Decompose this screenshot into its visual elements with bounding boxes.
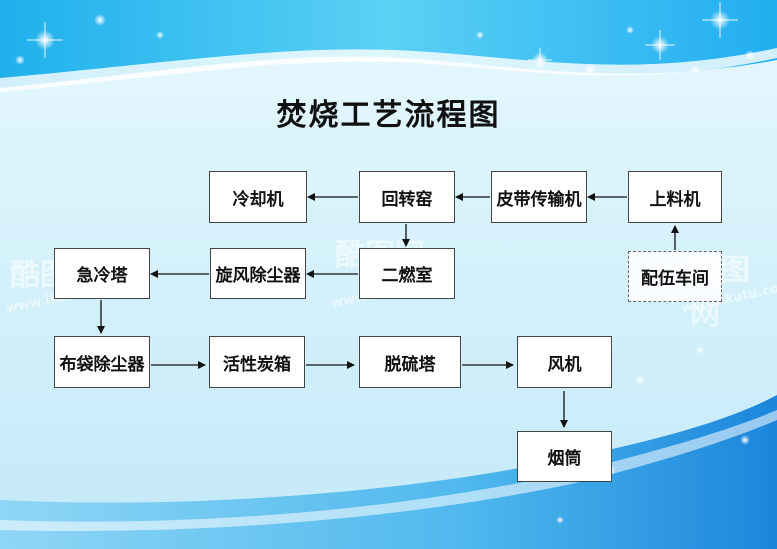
node-fan: 风机	[517, 336, 612, 388]
node-cyclone-separator: 旋风除尘器	[210, 248, 306, 299]
node-desulfurization-tower: 脱硫塔	[359, 336, 461, 388]
node-feeder: 上料机	[628, 171, 722, 223]
node-cooler: 冷却机	[209, 171, 307, 223]
diagram-title: 焚烧工艺流程图	[276, 98, 501, 133]
node-quench-tower: 急冷塔	[54, 248, 150, 299]
node-activated-carbon: 活性炭箱	[209, 336, 305, 388]
node-rotary-kiln: 回转窑	[359, 171, 455, 223]
node-chimney: 烟筒	[517, 431, 612, 482]
node-bag-filter: 布袋除尘器	[54, 336, 150, 388]
node-secondary-chamber: 二燃室	[359, 248, 455, 299]
node-mixing-workshop: 配伍车间	[628, 251, 722, 302]
node-belt-conveyor: 皮带传输机	[491, 171, 587, 223]
